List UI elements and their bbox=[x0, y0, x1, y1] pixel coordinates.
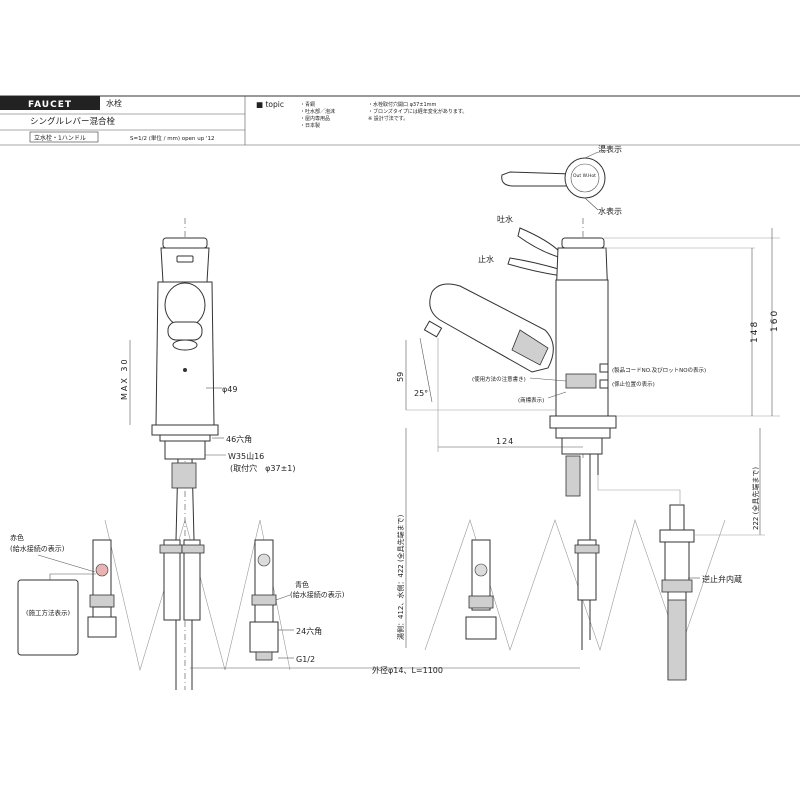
red-label: 赤色 bbox=[10, 533, 24, 542]
blue-supply-connector: 青色 (給水接続の表示) 24六角 G1/2 bbox=[249, 539, 345, 664]
spout-outlet bbox=[172, 339, 198, 351]
front-view: MAX 30 φ49 46六角 W35山16 (取付穴 φ37±1) bbox=[120, 218, 296, 690]
brand-label: (商標表示) bbox=[518, 396, 544, 404]
lever-lowered bbox=[507, 257, 563, 277]
hot-label: 湯表示 bbox=[598, 144, 622, 154]
dim-g12: G1/2 bbox=[296, 655, 315, 664]
angle-25: 25° bbox=[414, 389, 428, 398]
spout-head bbox=[167, 321, 203, 341]
side-hose-corrugated bbox=[565, 455, 581, 497]
topic-note-2: ・ブロンズタイプには経年変化があります。 bbox=[368, 108, 467, 115]
caution-label: (使用方法の注意書き) bbox=[472, 375, 526, 383]
topic-item-4: ・日本製 bbox=[300, 122, 320, 129]
hose-corrugated bbox=[171, 462, 197, 489]
topic-item-2: ・吐水部／泡沫 bbox=[300, 108, 335, 115]
caution-plate bbox=[565, 373, 597, 389]
dim-124: 124 bbox=[496, 437, 514, 446]
spout-housing bbox=[164, 282, 206, 328]
hex-nut-46 bbox=[159, 434, 211, 442]
topic-item-3: ・屋内専用品 bbox=[300, 115, 330, 122]
dim-hex46: 46六角 bbox=[226, 434, 252, 444]
dim-160: 160 bbox=[770, 309, 780, 332]
instruction-tag bbox=[17, 579, 79, 656]
dim-right-length: 222 (全具先端まで) bbox=[751, 467, 760, 530]
dim-phi49: φ49 bbox=[222, 385, 237, 394]
lever-cap bbox=[162, 237, 208, 249]
lever-handle-top bbox=[501, 171, 573, 187]
dim-w35: W35山16 bbox=[228, 451, 264, 461]
dim-148: 148 bbox=[750, 320, 760, 343]
dim-hex24: 24六角 bbox=[296, 626, 322, 636]
topic-note-1: ・水栓取付穴開口 φ37±1mm bbox=[368, 101, 436, 108]
cold-label: 水表示 bbox=[598, 206, 622, 216]
blue-note: (給水接続の表示) bbox=[290, 590, 345, 599]
side-view: Out W.Hot 湯表示 水表示 吐水 止水 (製品コードNO.及びロットNO… bbox=[396, 144, 780, 681]
base-ring bbox=[151, 424, 219, 436]
hose-length-dim: 外径φ14、L=1100 bbox=[190, 665, 580, 675]
lever-body bbox=[160, 247, 210, 283]
mount-thread bbox=[164, 440, 206, 460]
spout-off-label: 止水 bbox=[478, 254, 494, 264]
topic-item-1: ・青銅 bbox=[300, 101, 315, 108]
dim-left-length: 湯側：412、水側：422 (全具先端まで) bbox=[396, 514, 405, 640]
lever-window bbox=[176, 255, 194, 263]
title-block: FAUCET 水栓 シングルレバー混合栓 立水栓・1ハンドル S=1/2 (単位… bbox=[0, 95, 800, 146]
tag-label: (施工方法表示) bbox=[26, 608, 70, 617]
topic-note-3: ※ 設計寸法です。 bbox=[368, 115, 408, 122]
red-supply-connector: 赤色 (給水接続の表示) (施工方法表示) bbox=[10, 533, 117, 656]
spout-on-label: 吐水 bbox=[497, 214, 513, 224]
dial-text: Out W.Hot bbox=[573, 173, 596, 179]
category-label: FAUCET bbox=[28, 100, 72, 110]
product-name: シングルレバー混合栓 bbox=[30, 116, 116, 127]
install-type: 立水栓・1ハンドル bbox=[34, 134, 86, 142]
check-valve-hose bbox=[667, 599, 687, 681]
dim-max30: MAX 30 bbox=[120, 357, 129, 400]
dim-hole: (取付穴 φ37±1) bbox=[230, 463, 296, 473]
topic-label: ■ topic bbox=[256, 100, 284, 109]
indicator-dot bbox=[183, 368, 187, 372]
check-valve-label: 逆止弁内蔵 bbox=[702, 574, 742, 584]
red-note: (給水接続の表示) bbox=[10, 544, 65, 553]
side-body bbox=[555, 279, 609, 417]
blue-label: 青色 bbox=[295, 580, 309, 589]
product-type: 水栓 bbox=[106, 98, 122, 108]
dim-59: 59 bbox=[396, 372, 405, 382]
dim-hose: 外径φ14、L=1100 bbox=[372, 665, 443, 675]
code-label: (製品コードNO.及びロットNOの表示) bbox=[612, 366, 706, 374]
lock-label: (係止位置の表示) bbox=[612, 380, 655, 388]
hose-left bbox=[163, 539, 181, 621]
install-type-box bbox=[29, 131, 99, 143]
spec-line: S=1/2 (単位 / mm) open up '12 bbox=[130, 134, 215, 142]
category-bar bbox=[0, 96, 100, 110]
